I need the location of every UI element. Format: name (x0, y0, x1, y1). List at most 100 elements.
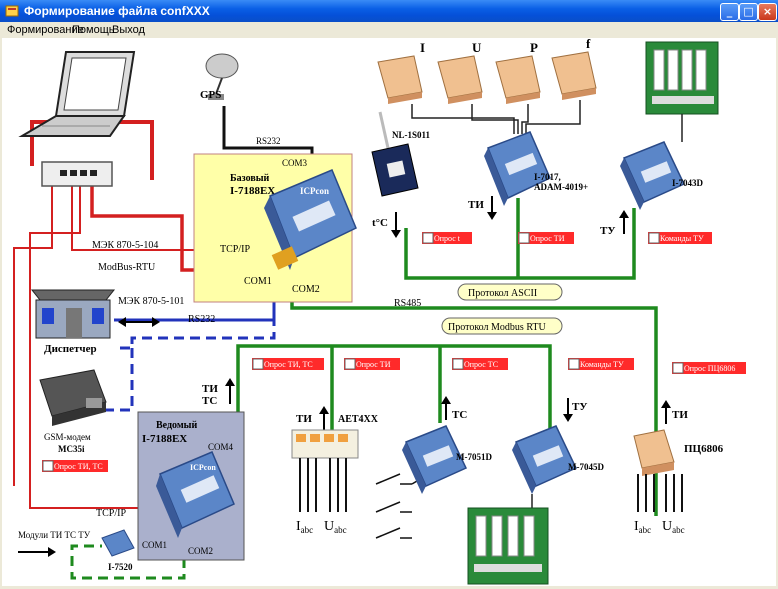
window-title: Формирование файла confXXX (24, 4, 210, 18)
com2-base-label: COM2 (292, 284, 320, 295)
gsm-label-line2: MC35i (58, 444, 85, 454)
svg-text:Опрос t: Опрос t (434, 234, 461, 243)
switch-contacts-icon (375, 473, 423, 539)
sensor-p-label: P (530, 40, 538, 55)
slave-device-icon: ICPcon (156, 451, 235, 538)
base-device-icon: ICPcon (264, 169, 357, 270)
menu-help[interactable]: Помощь (72, 24, 115, 36)
svg-text:Команды ТУ: Команды ТУ (580, 360, 624, 369)
sensor-i-label: I (420, 40, 425, 55)
maximize-button[interactable]: □ (739, 3, 758, 21)
title-bar: Формирование файла confXXX _ □ × (0, 0, 778, 22)
checkbox-opros-t[interactable]: Опрос t (422, 232, 472, 244)
checkbox-opros-ti[interactable]: Опрос ТИ (518, 232, 574, 244)
com2-slave-label: COM2 (188, 546, 213, 556)
checkbox-opros-pts[interactable]: Опрос ПЦ6806 (672, 362, 746, 374)
checkbox-opros-ti-tc[interactable]: Опрос ТИ, ТС (252, 358, 324, 370)
tc-m7051-label: ТС (452, 409, 467, 421)
base-model: I-7188EX (230, 185, 275, 197)
aet-label: AET4XX (338, 414, 379, 425)
sensor-i-icon (377, 55, 423, 104)
pts-wires (637, 474, 683, 512)
sensor-f-label: f (586, 38, 591, 51)
u-abc-aet-label: Uabc (324, 519, 347, 535)
menu-exit[interactable]: Выход (112, 24, 145, 36)
checkbox-komandy-tu[interactable]: Команды ТУ (648, 232, 712, 244)
iec101-label: МЭК 870-5-101 (118, 296, 184, 307)
relay-board-top-icon (645, 41, 719, 115)
arrow-up-icon (661, 400, 671, 424)
ti-slave-label: ТИ (202, 383, 218, 395)
modules-label: Модули ТИ ТС ТУ (18, 530, 91, 540)
checkbox-komandy-tu-m7045[interactable]: Команды ТУ (568, 358, 634, 370)
protocol-ascii-label: Протокол ASCII (468, 288, 537, 299)
arrow-down-icon (487, 196, 497, 220)
dispatcher-label: Диспетчер (44, 343, 97, 355)
dispatcher-building-icon (30, 289, 116, 339)
checkbox-opros-ti-tc-gsm[interactable]: Опрос ТИ, ТС (42, 460, 108, 472)
tcpip-base-label: TCP/IP (220, 244, 250, 255)
sensor-p-icon (495, 55, 541, 104)
ti-label: ТИ (468, 199, 484, 211)
i7017-label-line1: I-7017, (534, 172, 561, 182)
arrow-up-icon (441, 396, 451, 420)
i7520-device-icon (101, 529, 135, 557)
gsm-modem-icon (39, 369, 107, 426)
relay-board-bottom-icon (467, 507, 549, 585)
protocol-modbus-label: Протокол Modbus RTU (448, 322, 546, 333)
svg-text:Опрос ТИ, ТС: Опрос ТИ, ТС (54, 462, 103, 471)
tc-slave-label: ТС (202, 395, 217, 407)
com3-label: COM3 (282, 158, 308, 168)
base-title: Базовый (230, 173, 270, 184)
i7017-device-icon (484, 131, 551, 206)
arrow-up-icon (619, 210, 629, 234)
com1-base-label: COM1 (244, 276, 272, 287)
nl-module-label: NL-1S011 (392, 130, 431, 140)
slave-title: Ведомый (156, 420, 197, 431)
i7520-label: I-7520 (108, 562, 133, 572)
checkbox-opros-ti-aet[interactable]: Опрос ТИ (344, 358, 400, 370)
svg-text:ICPcon: ICPcon (300, 186, 329, 196)
protocol-ascii-box (457, 283, 563, 301)
diagram-canvas: GPS RS232 Базовый I-7188EX COM3 TCP/IP C… (2, 36, 776, 586)
m7045-label: M-7045D (568, 462, 604, 472)
wire-modbus-bus (236, 344, 552, 438)
nl-module-icon (371, 111, 419, 197)
tu-m7045-label: ТУ (572, 401, 587, 413)
minimize-button[interactable]: _ (720, 3, 739, 21)
iec104-label: МЭК 870-5-104 (92, 240, 158, 251)
temperature-label: t°C (372, 217, 388, 229)
sensor-u-icon (437, 55, 483, 104)
svg-text:Опрос ПЦ6806: Опрос ПЦ6806 (684, 364, 735, 373)
m7051-label: M-7051D (456, 452, 492, 462)
menu-formirovanie[interactable]: Формирование (7, 24, 84, 36)
laptop-icon (18, 51, 136, 137)
arrow-right-icon (18, 547, 56, 557)
tcpip-slave-label: TCP/IP (96, 508, 126, 519)
wire-ascii-bus (404, 208, 636, 280)
i7043-label: I-7043D (672, 178, 703, 188)
arrow-up-icon (319, 406, 329, 430)
rs232-dispatcher-label: RS232 (188, 314, 215, 325)
i7017-label-line2: ADAM-4019+ (534, 182, 588, 192)
aet-wires (299, 458, 347, 512)
m7051-device-icon (402, 425, 468, 494)
wire-base-gsm (114, 300, 276, 350)
i-abc-aet-label: Iabc (296, 519, 313, 535)
wire-switch-gsm (13, 186, 53, 486)
i-abc-pts-label: Iabc (634, 519, 651, 535)
svg-text:Опрос ТИ, ТС: Опрос ТИ, ТС (264, 360, 313, 369)
svg-text:ICPcon: ICPcon (190, 463, 216, 472)
tu-label: ТУ (600, 225, 615, 237)
sensor-u-label: U (472, 40, 482, 55)
svg-text:Опрос ТИ: Опрос ТИ (356, 360, 391, 369)
network-diagram: GPS RS232 Базовый I-7188EX COM3 TCP/IP C… (13, 36, 746, 585)
rs232-top-label: RS232 (256, 136, 281, 146)
arrow-down-icon (563, 398, 573, 422)
u-abc-pts-label: Uabc (662, 519, 685, 535)
checkbox-opros-tc[interactable]: Опрос ТС (452, 358, 508, 370)
pts-device-icon (633, 429, 675, 476)
aet-device-icon (291, 429, 359, 459)
close-button[interactable]: × (758, 3, 777, 21)
ti-aet-label: ТИ (296, 413, 312, 425)
